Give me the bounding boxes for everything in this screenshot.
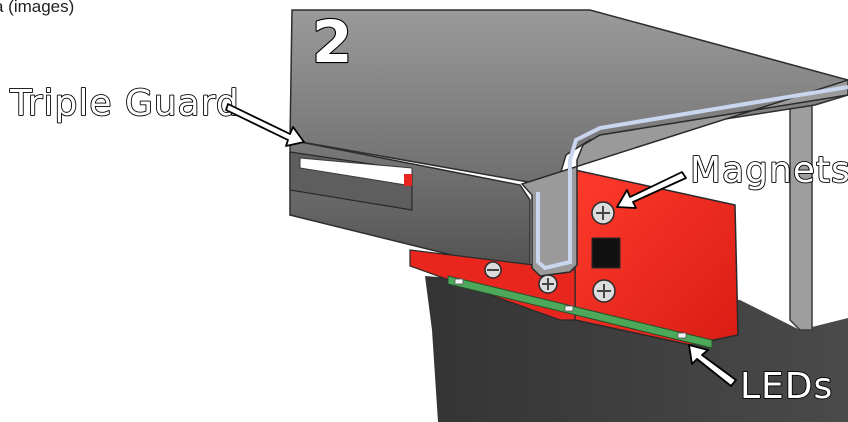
screw-icon xyxy=(591,201,615,225)
header-partial-text: a (images) xyxy=(0,0,74,16)
arrow-icon xyxy=(616,171,687,209)
back-plate xyxy=(425,276,848,422)
screw-icon xyxy=(484,261,502,279)
led-pcb xyxy=(447,275,713,349)
bracket-top-plate xyxy=(289,9,848,186)
guard-red-tab xyxy=(404,174,412,186)
led-1 xyxy=(454,278,464,285)
led-2 xyxy=(564,305,574,312)
bracket-lip-edge xyxy=(536,85,848,271)
callout-leds: LEDs xyxy=(740,366,833,407)
step-number: 2 xyxy=(312,8,352,76)
callout-triple-guard: Triple Guard xyxy=(9,83,240,124)
magnet-slot xyxy=(591,237,621,269)
arrow-icon xyxy=(225,103,305,147)
back-plate-side xyxy=(789,94,813,331)
arrow-icon xyxy=(688,344,737,387)
bracket-lip-outline xyxy=(520,79,848,277)
screw-icon xyxy=(592,279,616,303)
led-3 xyxy=(677,332,687,339)
callout-magnets: Magnets xyxy=(690,150,848,191)
screw-icon xyxy=(538,274,558,294)
